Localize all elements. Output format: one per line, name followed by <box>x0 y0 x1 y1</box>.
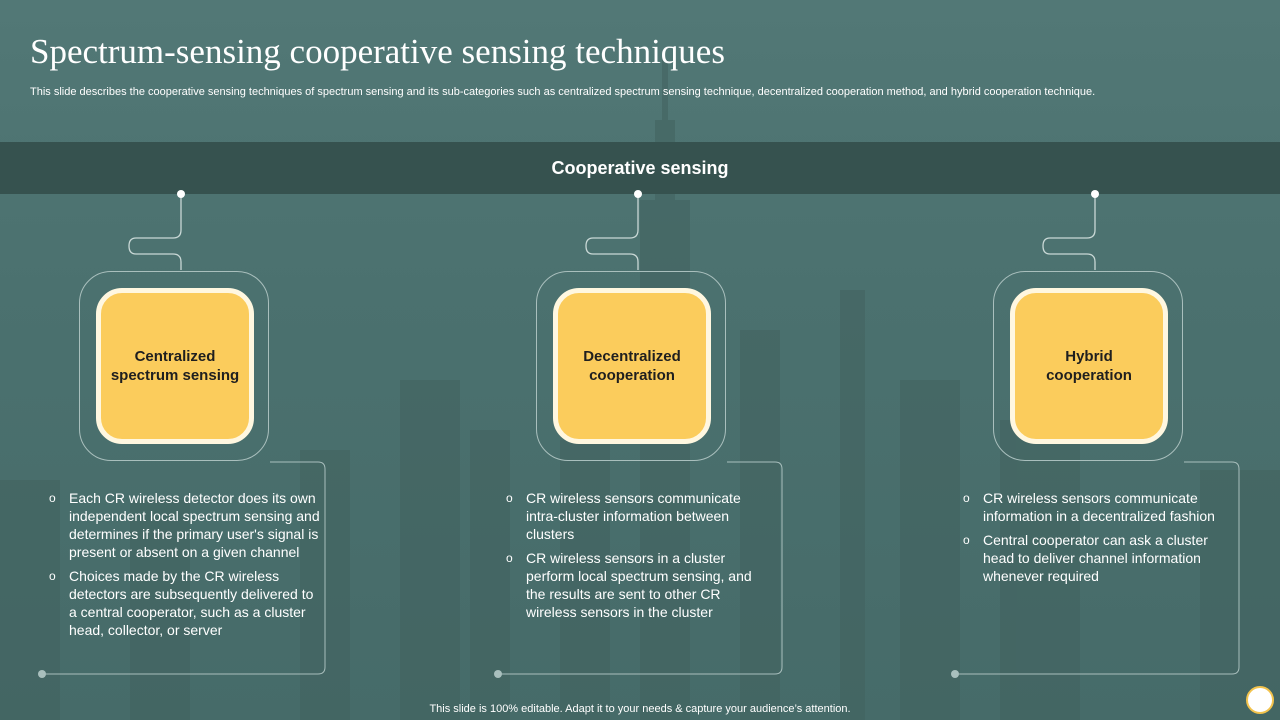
corner-circle-icon <box>1246 686 1274 714</box>
band-label: Cooperative sensing <box>551 157 729 178</box>
list-item: o CR wireless sensors in a cluster perfor… <box>506 549 768 621</box>
card-hybrid-label: Hybrid cooperation <box>1040 347 1138 385</box>
card-hybrid-label-line2: cooperation <box>1046 367 1132 384</box>
card-centralized-label: Centralized spectrum sensing <box>105 347 245 385</box>
card-centralized-label-line2: spectrum sensing <box>110 367 240 384</box>
point-text: Central cooperator can ask a cluster hea… <box>983 532 1208 584</box>
list-item: o Choices made by the CR wireless detecto… <box>49 567 321 639</box>
card-decentralized-box: Decentralized cooperation <box>553 288 711 444</box>
hybrid-points: o CR wireless sensors communicate informa… <box>963 489 1235 591</box>
slide-title: Spectrum-sensing cooperative sensing tec… <box>30 32 725 71</box>
card-decentralized-label-line1: Decentralized <box>583 348 681 365</box>
slide-subtitle: This slide describes the cooperative sen… <box>30 86 1096 98</box>
bullet-icon: o <box>49 491 56 505</box>
card-hybrid: Hybrid cooperation <box>993 271 1183 461</box>
card-decentralized-label-line2: cooperation <box>589 367 675 384</box>
slide-footer: This slide is 100% editable. Adapt it to… <box>429 703 851 715</box>
decentralized-points: o CR wireless sensors communicate intra-c… <box>506 489 768 627</box>
list-item: o Each CR wireless detector does its own … <box>49 489 321 561</box>
card-centralized: Centralized spectrum sensing <box>79 271 269 461</box>
point-text: CR wireless sensors communicate informat… <box>983 490 1215 524</box>
centralized-points: o Each CR wireless detector does its own … <box>49 489 321 645</box>
point-text: CR wireless sensors communicate intra-cl… <box>526 490 741 542</box>
card-decentralized: Decentralized cooperation <box>536 271 726 461</box>
list-item: o Central cooperator can ask a cluster he… <box>963 531 1235 585</box>
bullet-icon: o <box>506 491 513 505</box>
point-text: Each CR wireless detector does its own i… <box>69 490 320 560</box>
card-centralized-label-line1: Centralized <box>134 348 216 365</box>
point-text: Choices made by the CR wireless detector… <box>69 568 314 638</box>
card-centralized-box: Centralized spectrum sensing <box>96 288 254 444</box>
bullet-icon: o <box>963 533 970 547</box>
card-hybrid-box: Hybrid cooperation <box>1010 288 1168 444</box>
card-hybrid-label-line1: Hybrid <box>1065 348 1113 365</box>
card-decentralized-label: Decentralized cooperation <box>577 347 687 385</box>
cooperative-sensing-band: Cooperative sensing <box>0 142 1280 194</box>
bullet-icon: o <box>49 569 56 583</box>
list-item: o CR wireless sensors communicate intra-c… <box>506 489 768 543</box>
bullet-icon: o <box>963 491 970 505</box>
list-item: o CR wireless sensors communicate informa… <box>963 489 1235 525</box>
point-text: CR wireless sensors in a cluster perform… <box>526 550 752 620</box>
bullet-icon: o <box>506 551 513 565</box>
